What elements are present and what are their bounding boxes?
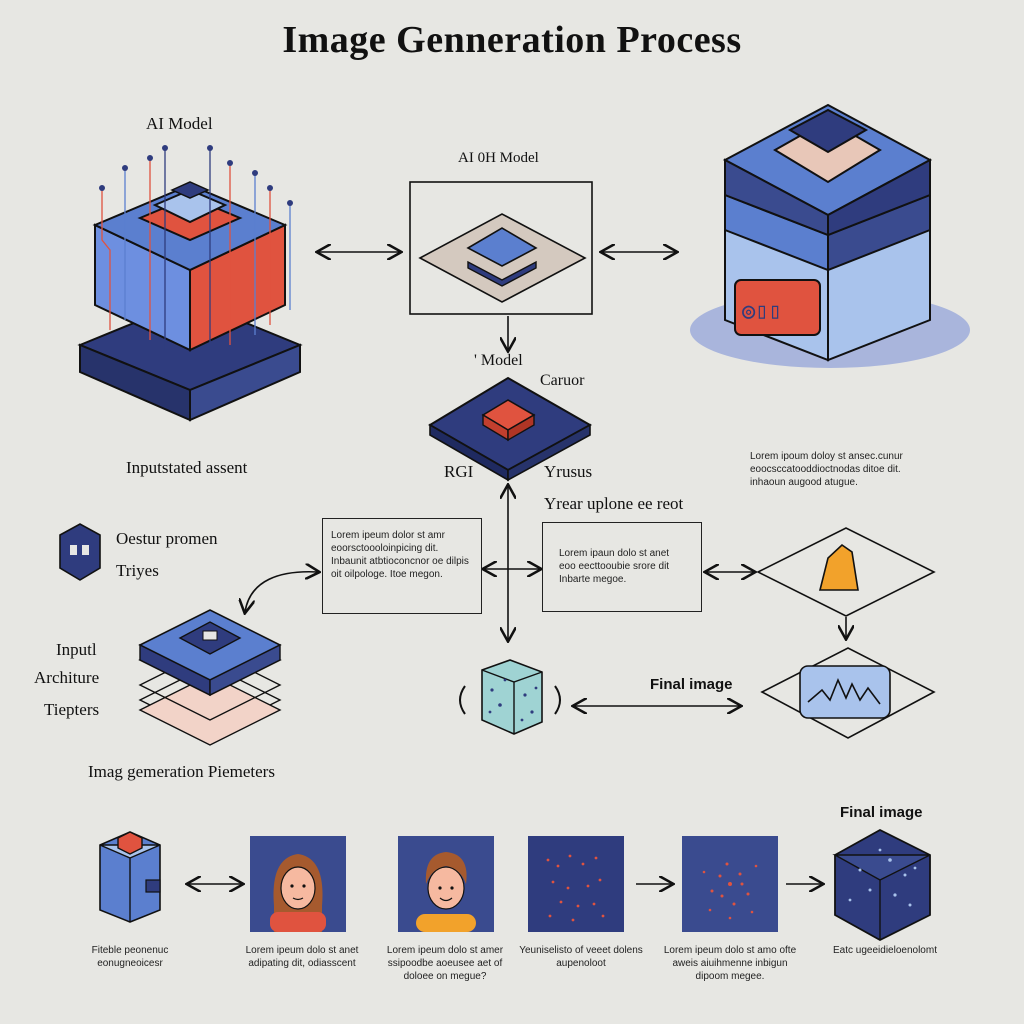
model-label: ' Model: [474, 352, 523, 369]
text-box-right: Lorem ipaun dolo st anet eoo eecttooubie…: [542, 522, 702, 612]
svg-text:◎▯▯: ◎▯▯: [742, 299, 782, 324]
inputl-label: Inputl: [56, 640, 97, 659]
tiepters-label: Tiepters: [44, 700, 100, 719]
layer-diamond-icon: [418, 213, 587, 303]
noise-2-icon: [702, 862, 758, 920]
text-box-right-body: Lorem ipaun dolo st anet eoo eecttooubie…: [559, 548, 670, 585]
noisy-thumbnail-1: [528, 836, 624, 932]
noise-cube-icon: [459, 659, 561, 735]
architure-label: Architure: [34, 668, 100, 687]
final-image-diamond: [760, 647, 936, 739]
final-cube-icon: [832, 828, 931, 942]
caption-3: Lorem ipeum dolo st amer ssipoodbe aoeus…: [386, 945, 504, 982]
device-icon: [99, 831, 161, 923]
text-box-left: Lorem ipeum dolor st amr eoorsctoooloinp…: [322, 518, 482, 614]
final-image-bottom-label: Final image: [840, 804, 923, 821]
caruor-label: Caruor: [540, 372, 585, 389]
processor-cube-icon: ◎▯▯: [690, 103, 970, 368]
ai-model-label: AI Model: [146, 114, 213, 133]
yrusus-label: Yrusus: [544, 462, 593, 481]
page-title: Image Genneration Process: [282, 19, 742, 61]
caption-5: Lorem ipeum dolo st amo ofte aweis aiuih…: [663, 945, 797, 982]
object-icon: [818, 543, 859, 591]
right-note-text: Lorem ipoum doloy st ansec.cunur eoocscc…: [750, 451, 903, 488]
caption-2: Lorem ipeum dolo st anet adipating dit, …: [245, 945, 359, 969]
ai-oh-model-label: AI 0H Model: [458, 150, 539, 166]
ai-model-block-icon: [77, 145, 303, 422]
final-image-thumbnail-icon: [799, 665, 891, 719]
final-image-label: Final image: [650, 676, 733, 693]
caption-1: Fiteble peonenuc eonugneoicesr: [91, 945, 169, 969]
triyes-label: Triyes: [116, 561, 159, 580]
caption-4: Yeuniselisto of veeet dolens aupenoloot: [519, 945, 643, 969]
imag-gen-label: Imag gemeration Piemeters: [88, 762, 275, 781]
portrait-thumbnail-1: [250, 836, 346, 932]
legend-cube-icon: [59, 523, 101, 581]
portrait-2-icon: [416, 852, 476, 932]
yrear-label: Yrear uplone ee reot: [544, 494, 684, 513]
ai-oh-model-frame: [409, 181, 593, 315]
portrait-1-icon: [270, 854, 326, 932]
caption-6: Eatc ugeeidieloenolomt: [833, 945, 937, 956]
noisy-thumbnail-2: [682, 836, 778, 932]
object-diamond: [756, 527, 936, 617]
oestur-label: Oestur promen: [116, 529, 218, 548]
chip-icon: [428, 376, 593, 482]
rgi-label: RGI: [444, 462, 474, 481]
text-box-left-body: Lorem ipeum dolor st amr eoorsctoooloinp…: [331, 530, 469, 580]
layered-stack-icon: [138, 609, 282, 746]
noise-1-icon: [546, 854, 605, 922]
inputstated-label: Inputstated assent: [126, 458, 248, 477]
portrait-thumbnail-2: [398, 836, 494, 932]
